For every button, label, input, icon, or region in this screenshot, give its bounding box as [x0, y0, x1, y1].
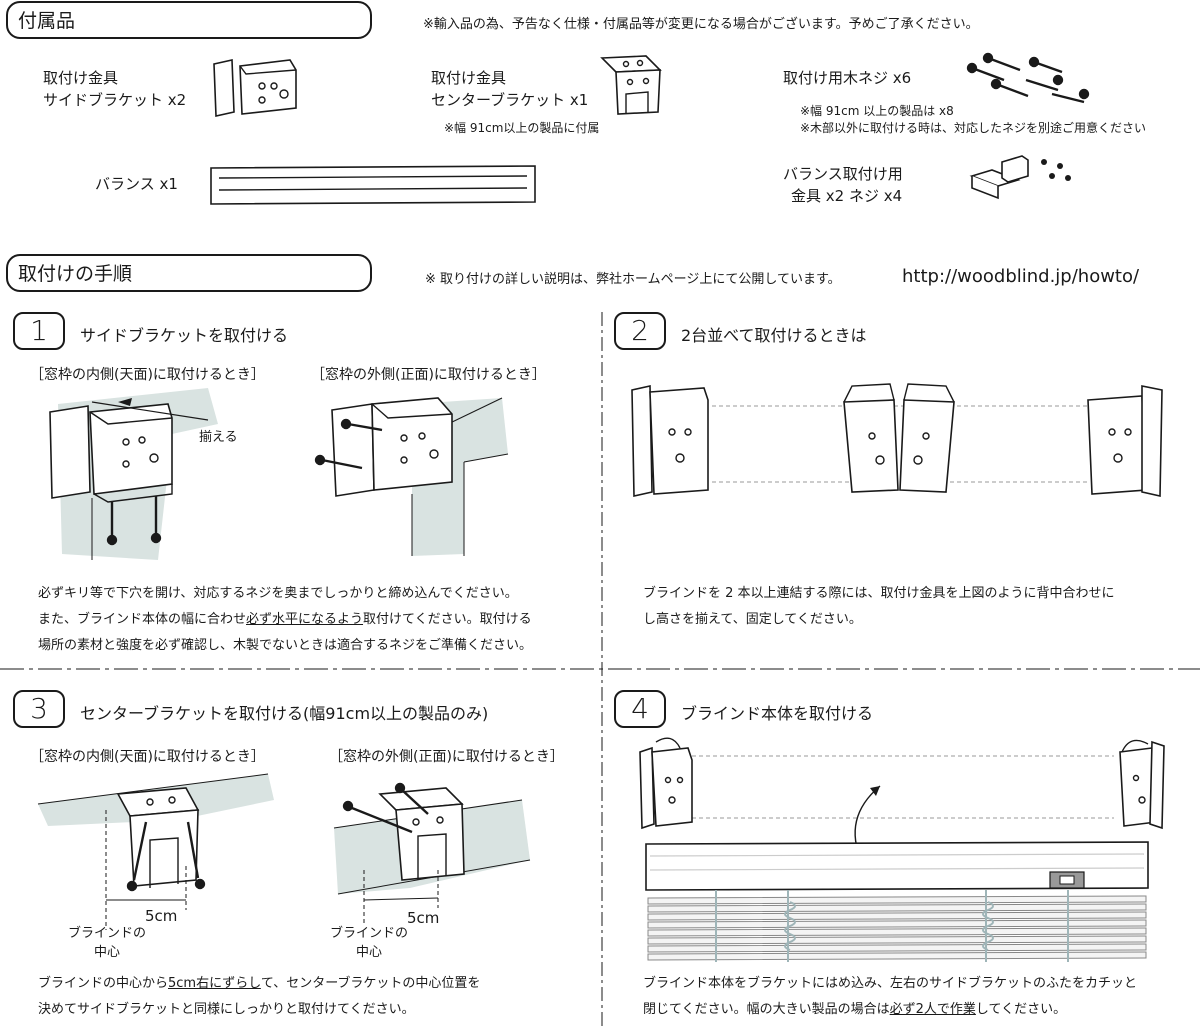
step3-offset-label-1: 5cm — [145, 907, 178, 925]
step1-text-line2-b: 取付けてください。取付ける — [363, 612, 532, 627]
step2-text-line2: し高さを揃えて、固定してください。 — [643, 612, 862, 627]
step1-align-label: 揃える — [199, 430, 238, 445]
procedure-notice: ※ 取り付けの詳しい説明は、弊社ホームページ上にて公開しています。 — [425, 272, 841, 287]
screw-note-1: ※幅 91cm 以上の製品は x8 — [800, 104, 954, 118]
step4-text-line2-u: 必ず2人で作業 — [889, 1002, 976, 1017]
valance-fitting-icon — [969, 155, 1071, 200]
accessories-title: 付属品 — [6, 1, 372, 39]
step3-text: ブラインドの中心から5cm右にずらして、センターブラケットの中心位置を 決めてサ… — [38, 971, 598, 1023]
step2-title: 2台並べて取付けるときは — [681, 326, 867, 345]
center-bracket-note: ※幅 91cm以上の製品に付属 — [444, 121, 600, 135]
valance-icon — [210, 165, 536, 205]
side-bracket-icon — [213, 59, 297, 117]
procedure-title: 取付けの手順 — [6, 254, 372, 292]
valance-fitting-label-2: 金具 x2 ネジ x4 — [791, 187, 903, 205]
step4-text: ブラインド本体をブラケットにはめ込み、左右のサイドブラケットのふたをカチッと 閉… — [643, 971, 1193, 1023]
screw-icon — [966, 52, 1090, 104]
step3-center-label-1b: 中心 — [94, 945, 121, 960]
step3-center-label-2: ブラインドの 中心 — [330, 922, 408, 960]
step1-text-line2: また、ブラインド本体の幅に合わせ必ず水平になるよう取付けてください。取付ける — [38, 607, 598, 633]
accessories-notice: ※輸入品の為、予告なく仕様・付属品等が変更になる場合がございます。予めご了承くだ… — [423, 17, 979, 32]
horizontal-divider — [0, 668, 1200, 670]
step3-text-line1-u: 5cm右にずらし — [168, 976, 261, 991]
step3-inside-illustration — [37, 773, 274, 930]
screw-label: 取付け用木ネジ x6 — [783, 69, 912, 87]
step1-text-line1: 必ずキリ等で下穴を開け、対応するネジを奥までしっかりと締め込んでください。 — [38, 586, 518, 601]
center-bracket-label-2: センターブラケット x1 — [431, 91, 589, 109]
step3-offset-label-2: 5cm — [407, 909, 440, 927]
step4-text-line2-a: 閉じてください。幅の大きい製品の場合は — [643, 1002, 890, 1017]
step1-caption-outside: ［窓枠の外側(正面)に取付けるとき］ — [311, 367, 546, 383]
step1-number: 1 — [13, 312, 65, 350]
valance-fitting-label-1: バランス取付け用 — [783, 165, 903, 183]
side-bracket-label-1: 取付け金具 — [43, 69, 119, 87]
step3-title: センターブラケットを取付ける(幅91cm以上の製品のみ) — [80, 704, 489, 723]
step3-center-label-1: ブラインドの 中心 — [68, 922, 146, 960]
vertical-divider — [601, 312, 603, 1030]
step4-text-line2: 閉じてください。幅の大きい製品の場合は必ず2人で作業してください。 — [643, 997, 1193, 1023]
step3-caption-inside: ［窓枠の内側(天面)に取付けるとき］ — [30, 749, 265, 765]
step3-center-label-1a: ブラインドの — [68, 926, 147, 941]
step3-text-line2: 決めてサイドブラケットと同様にしっかりと取付けてください。 — [38, 1002, 415, 1017]
side-bracket-label: 取付け金具 サイドブラケット x2 — [43, 67, 186, 111]
side-bracket-label-2: サイドブラケット x2 — [43, 91, 187, 109]
step3-center-label-2a: ブラインドの — [330, 926, 409, 941]
step1-title: サイドブラケットを取付ける — [80, 326, 289, 345]
step2-number: 2 — [614, 312, 666, 350]
step3-text-line1-b: て、センターブラケットの中心位置を — [260, 976, 481, 991]
step1-inside-illustration — [49, 388, 218, 560]
center-bracket-icon — [600, 55, 662, 115]
step2-text: ブラインドを 2 本以上連結する際には、取付け金具を上図のように背中合わせに し… — [643, 581, 1193, 633]
step1-text: 必ずキリ等で下穴を開け、対応するネジを奥までしっかりと締め込んでください。 また… — [38, 581, 598, 659]
step4-title: ブラインド本体を取付ける — [681, 704, 874, 723]
valance-label: バランス x1 — [95, 175, 178, 193]
step3-number: 3 — [13, 690, 65, 728]
step3-text-line1: ブラインドの中心から5cm右にずらして、センターブラケットの中心位置を — [38, 971, 598, 997]
center-bracket-label-1: 取付け金具 — [431, 69, 507, 87]
center-bracket-label: 取付け金具 センターブラケット x1 — [431, 67, 588, 111]
step3-center-label-2b: 中心 — [356, 945, 383, 960]
step1-outside-illustration — [314, 397, 509, 556]
step1-text-line2-a: また、ブラインド本体の幅に合わせ — [38, 612, 247, 627]
step4-illustration — [639, 737, 1165, 962]
step1-caption-inside: ［窓枠の内側(天面)に取付けるとき］ — [30, 367, 265, 383]
step1-text-line2-u: 必ず水平になるよう — [246, 612, 364, 627]
step3-outside-illustration — [333, 782, 531, 926]
step4-number: 4 — [614, 690, 666, 728]
valance-fitting-label: バランス取付け用 金具 x2 ネジ x4 — [783, 163, 903, 207]
step1-text-line3: 場所の素材と強度を必ず確認し、木製でないときは適合するネジをご準備ください。 — [38, 638, 533, 653]
screw-note-2: ※木部以外に取付ける時は、対応したネジを別途ご用意ください — [800, 121, 1147, 135]
step2-text-line1: ブラインドを 2 本以上連結する際には、取付け金具を上図のように背中合わせに — [643, 586, 1115, 601]
step2-illustration — [631, 383, 1163, 497]
step4-text-line2-b: してください。 — [975, 1002, 1067, 1017]
step3-text-line1-a: ブラインドの中心から — [38, 976, 169, 991]
howto-link[interactable]: http://woodblind.jp/howto/ — [902, 266, 1140, 287]
step4-text-line1: ブラインド本体をブラケットにはめ込み、左右のサイドブラケットのふたをカチッと — [643, 976, 1138, 991]
step3-caption-outside: ［窓枠の外側(正面)に取付けるとき］ — [329, 749, 564, 765]
